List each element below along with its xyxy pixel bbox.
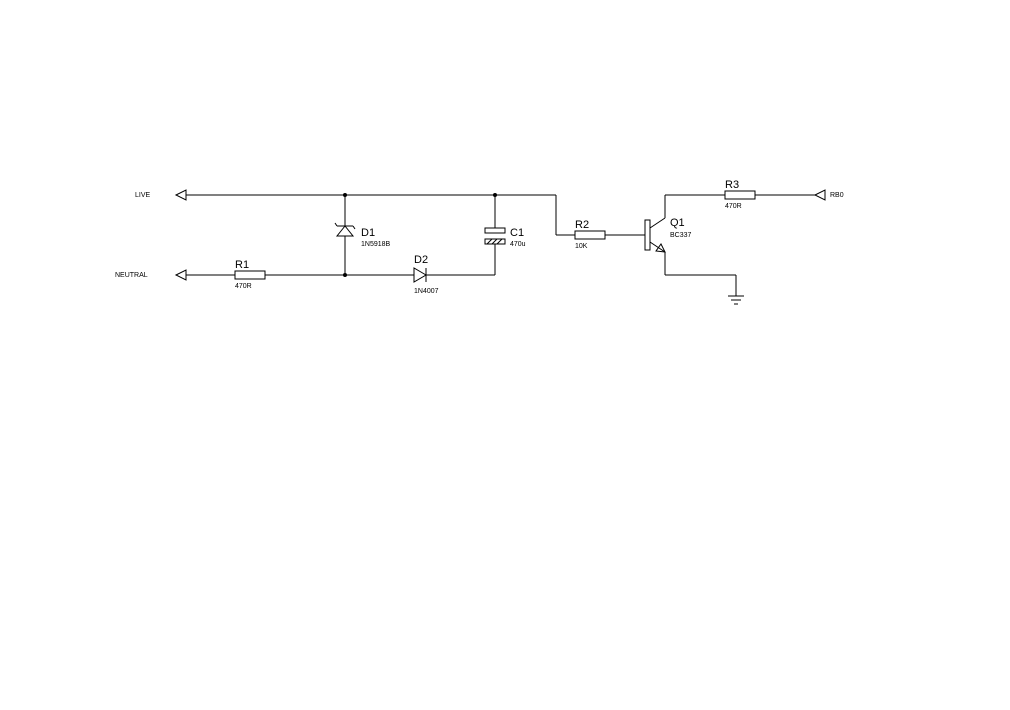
- neutral-port: NEUTRAL: [115, 269, 187, 281]
- diode-d2: D2 1N4007: [413, 254, 439, 295]
- q1-value: BC337: [670, 232, 692, 239]
- rb0-port: RB0: [813, 189, 844, 201]
- d1-value: 1N5918B: [361, 241, 391, 248]
- ground-symbol: [728, 295, 744, 305]
- q1-ref: Q1: [670, 217, 685, 229]
- r3-value: 470R: [725, 203, 742, 210]
- d1-ref: D1: [361, 227, 375, 239]
- zener-diode-d1: D1 1N5918B: [334, 222, 391, 248]
- resistor-r1: R1 470R: [234, 259, 266, 290]
- resistor-r2: R2 10K: [574, 219, 606, 250]
- c1-ref: C1: [510, 227, 524, 239]
- resistor-r3: R3 470R: [724, 179, 756, 210]
- rb0-net-label: RB0: [830, 192, 844, 199]
- live-net-label: LIVE: [135, 192, 151, 199]
- c1-value: 470u: [510, 241, 526, 248]
- neutral-net-label: NEUTRAL: [115, 272, 148, 279]
- junctions: [343, 193, 497, 277]
- r3-ref: R3: [725, 179, 739, 191]
- transistor-q1: Q1 BC337: [644, 217, 692, 253]
- r2-value: 10K: [575, 243, 588, 250]
- junction-dot: [343, 273, 347, 277]
- r1-ref: R1: [235, 259, 249, 271]
- d2-ref: D2: [414, 254, 428, 266]
- d2-value: 1N4007: [414, 288, 439, 295]
- r2-ref: R2: [575, 219, 589, 231]
- junction-dot: [493, 193, 497, 197]
- junction-dot: [343, 193, 347, 197]
- live-port: LIVE: [135, 189, 187, 201]
- r1-value: 470R: [235, 283, 252, 290]
- wires: [186, 194, 815, 296]
- capacitor-c1: C1 470u: [484, 227, 526, 248]
